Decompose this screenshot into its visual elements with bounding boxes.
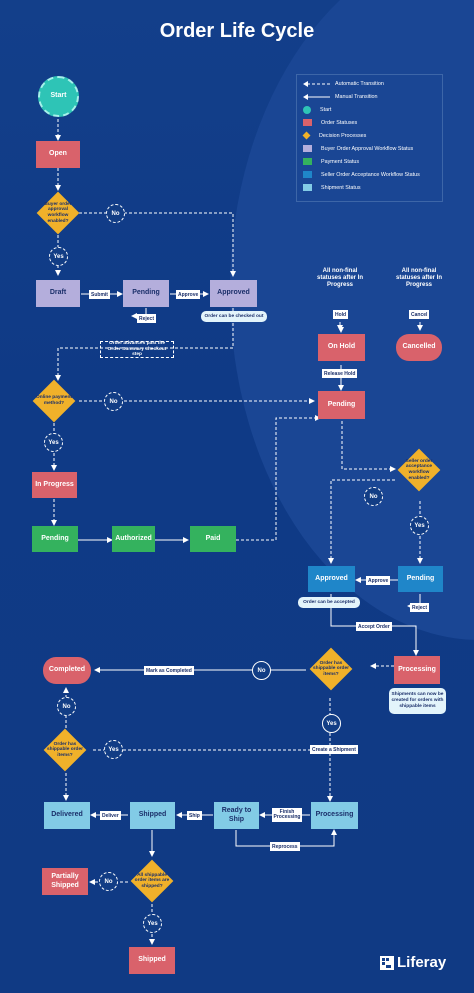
note-shipments-created: Shipments can now be created for orders … <box>389 688 446 714</box>
answer-no: No <box>57 697 76 716</box>
shipment-delivered: Delivered <box>44 802 90 829</box>
legend: Automatic Transition Manual Transition S… <box>296 74 443 202</box>
seller-approved: Approved <box>308 566 355 592</box>
note-accepted: Order can be accepted <box>298 597 360 608</box>
decision-buyer-approval: Buyer order approval workflow enabled? <box>36 191 80 235</box>
decision-seller-acceptance: Seller order acceptance workflow enabled… <box>397 448 441 492</box>
legend-seller: Seller Order Acceptance Workflow Status <box>303 171 420 178</box>
payment-authorized: Authorized <box>112 526 155 552</box>
transition-approve: Approve <box>176 290 201 299</box>
liferay-logo: Liferay <box>380 954 446 971</box>
answer-yes: Yes <box>44 433 63 452</box>
payment-paid: Paid <box>190 526 236 552</box>
seller-pending: Pending <box>398 566 443 592</box>
transition-reject: Reject <box>137 314 157 323</box>
legend-manual: Manual Transition <box>303 94 378 100</box>
condition-non-final-cancel: All non-final statuses after In Progress <box>395 268 443 289</box>
legend-decision: Decision Processes <box>302 131 366 140</box>
transition-reject-seller: Reject <box>410 603 430 612</box>
transition-ship: Ship <box>187 811 202 820</box>
start-node: Start <box>38 76 79 117</box>
legend-buyer: Buyer Order Approval Workflow Status <box>303 145 413 152</box>
page-title: Order Life Cycle <box>159 20 315 42</box>
status-partially-shipped: Partially Shipped <box>42 868 88 895</box>
status-cancelled: Cancelled <box>396 334 442 361</box>
legend-shipment: Shipment Status <box>303 184 361 191</box>
liferay-logo-icon <box>380 955 394 970</box>
status-processing: Processing <box>394 656 440 684</box>
transition-approve-seller: Approve <box>366 576 391 585</box>
brand-name: Liferay <box>397 954 447 971</box>
legend-payment: Payment Status <box>303 158 359 165</box>
shipment-processing: Processing <box>311 802 358 829</box>
decision-all-shipped: All shippable order items are shipped? <box>130 859 174 903</box>
payment-pending: Pending <box>32 526 78 552</box>
status-pending-order: Pending <box>318 391 365 419</box>
transition-hold: Hold <box>333 310 349 319</box>
answer-yes: Yes <box>410 516 429 535</box>
answer-no: No <box>106 204 125 223</box>
status-approved-buyer: Approved <box>210 280 257 307</box>
answer-no: No <box>99 872 118 891</box>
transition-accept-order: Accept Order <box>356 622 392 631</box>
shipment-ready-to-ship: Ready to Ship <box>214 802 259 829</box>
answer-no: No <box>364 487 383 506</box>
transition-cancel: Cancel <box>409 310 430 319</box>
answer-yes: Yes <box>49 247 68 266</box>
status-in-progress: In Progress <box>32 472 77 498</box>
transition-mark-completed: Mark as Completed <box>144 666 194 675</box>
shipment-shipped: Shipped <box>130 802 175 829</box>
transition-reprocess: Reprocess <box>270 842 300 851</box>
status-draft: Draft <box>36 280 80 307</box>
transition-finish-processing: Finish Processing <box>272 808 302 822</box>
transition-create-shipment: Create a Shipment <box>310 745 358 754</box>
status-on-hold: On Hold <box>318 334 365 361</box>
status-pending-buyer: Pending <box>123 280 169 307</box>
decision-online-payment: Online payment method? <box>32 379 76 423</box>
transition-deliver: Deliver <box>100 811 121 820</box>
answer-yes: Yes <box>322 714 341 733</box>
transition-submit: Submit <box>89 290 110 299</box>
status-completed: Completed <box>43 657 91 684</box>
transition-release-hold: Release Hold <box>322 369 358 378</box>
answer-no: No <box>252 661 271 680</box>
status-shipped-order: Shipped <box>129 947 175 974</box>
status-open: Open <box>36 141 80 168</box>
note-advances: Order advances past the Order Summary ch… <box>100 341 174 358</box>
condition-non-final-hold: All non-final statuses after In Progress <box>316 268 364 289</box>
note-checked-out: Order can be checked out <box>201 311 267 322</box>
decision-has-shippable: Order has shippable order items? <box>309 647 353 691</box>
answer-no: No <box>104 392 123 411</box>
answer-yes: Yes <box>143 914 162 933</box>
legend-order-status: Order Statuses <box>303 119 357 126</box>
legend-auto: Automatic Transition <box>303 81 384 87</box>
answer-yes: Yes <box>104 740 123 759</box>
legend-start: Start <box>303 106 331 114</box>
decision-has-shippable-2: Order has shippable order items? <box>43 728 87 772</box>
